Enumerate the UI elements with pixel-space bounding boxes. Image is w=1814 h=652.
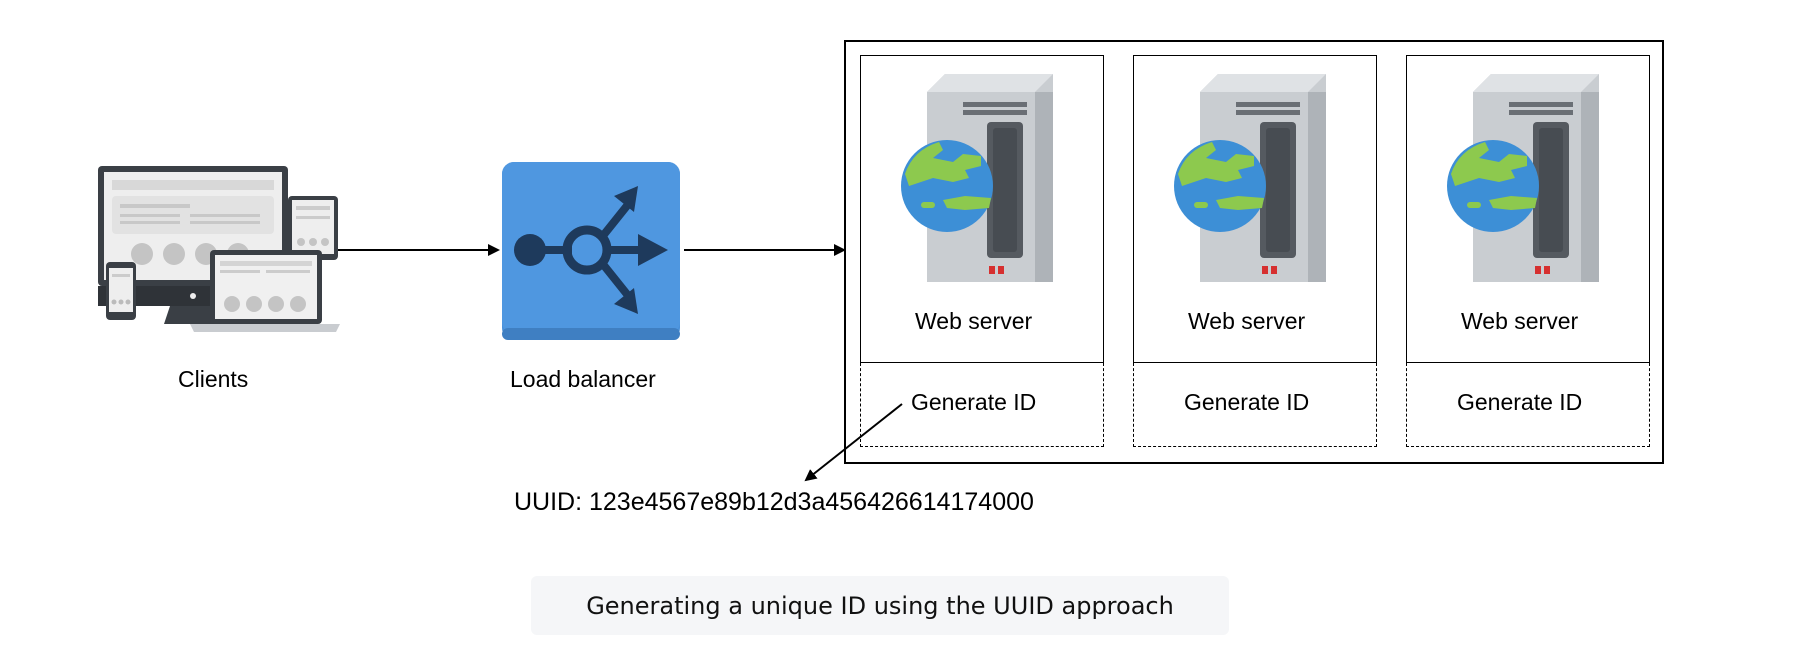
generate-id-label: Generate ID bbox=[911, 389, 1037, 415]
web-server-2: Web server bbox=[1133, 55, 1377, 363]
uuid-text: UUID: 123e4567e89b12d3a456426614174000 bbox=[514, 488, 1034, 516]
web-server-label: Web server bbox=[1461, 308, 1579, 334]
diagram-caption: Generating a unique ID using the UUID ap… bbox=[531, 576, 1229, 635]
generate-id-box-2: Generate ID bbox=[1133, 363, 1377, 447]
web-server-icon bbox=[1447, 74, 1599, 282]
generate-id-box-1: Generate ID bbox=[860, 363, 1104, 447]
web-server-label: Web server bbox=[915, 308, 1033, 334]
web-server-label: Web server bbox=[1188, 308, 1306, 334]
clients-devices-icon bbox=[98, 166, 340, 332]
load-balancer-label: Load balancer bbox=[510, 366, 656, 392]
generate-id-label: Generate ID bbox=[1457, 389, 1583, 415]
server-group bbox=[844, 40, 1664, 464]
load-balancer-icon bbox=[502, 162, 680, 340]
caption-text: Generating a unique ID using the UUID ap… bbox=[586, 591, 1174, 620]
web-server-icon bbox=[1174, 74, 1326, 282]
web-server-1: Web server bbox=[860, 55, 1104, 363]
arrow-generate-to-uuid bbox=[804, 403, 903, 482]
clients-label: Clients bbox=[178, 366, 249, 392]
generate-id-box-3: Generate ID bbox=[1406, 363, 1650, 447]
web-server-3: Web server bbox=[1406, 55, 1650, 363]
generate-id-label: Generate ID bbox=[1184, 389, 1310, 415]
web-server-icon bbox=[901, 74, 1053, 282]
